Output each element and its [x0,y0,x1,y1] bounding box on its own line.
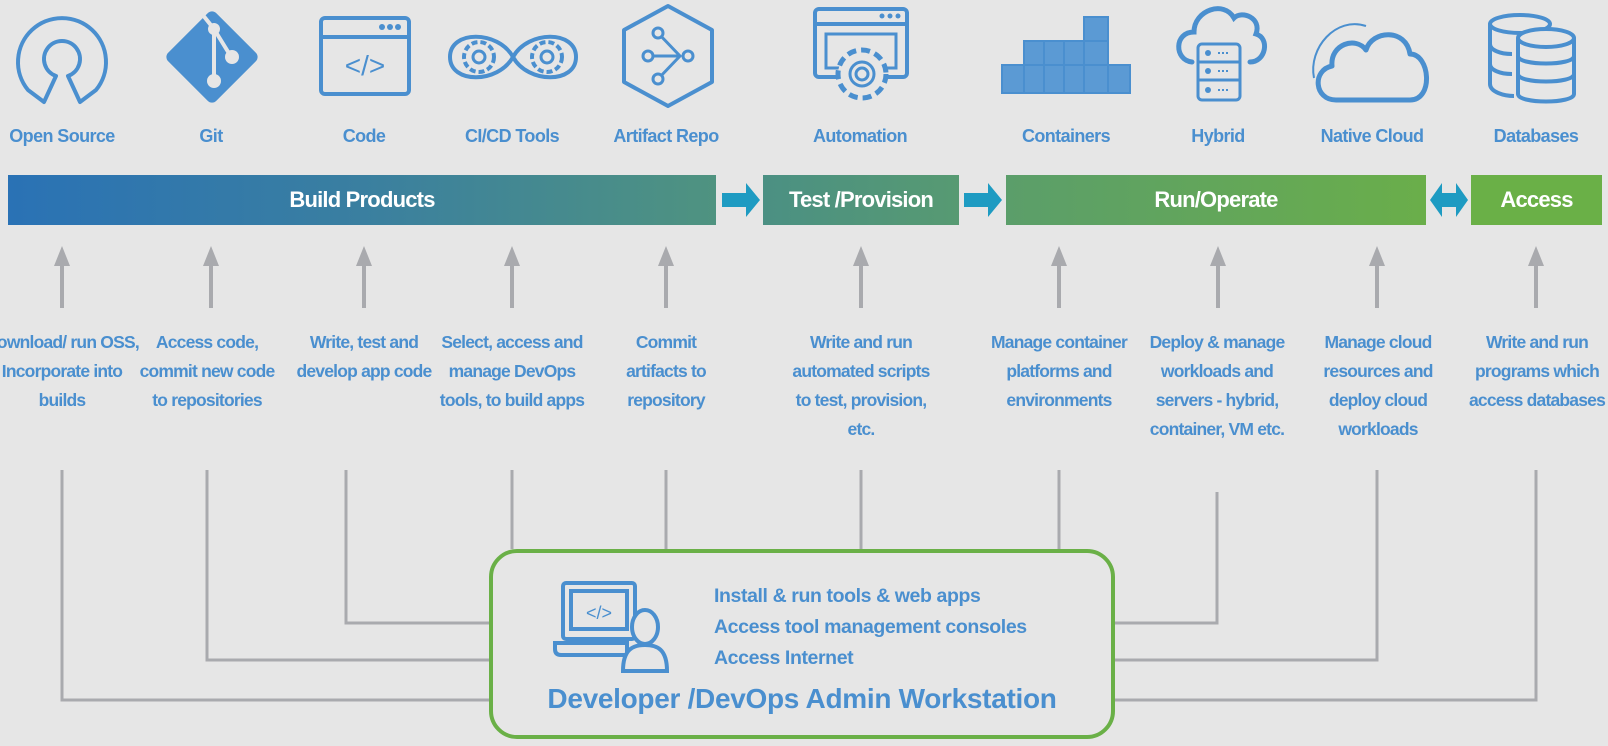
up-arrow-icon [1528,246,1544,308]
tool-label-open-source: Open Source [9,126,115,146]
up-arrow-icon [1210,246,1226,308]
up-arrow-icon [504,246,520,308]
stage-label: Access [1500,187,1573,212]
description-code: Write, test and develop app code [296,332,432,381]
databases-icon [1484,10,1580,106]
description-open-source: Download/ run OSS, Incorporate into buil… [0,332,140,410]
double-arrow-icon [1430,183,1468,217]
description-automation: Write and run automated scripts to test,… [792,332,930,439]
git-icon [160,5,264,109]
up-arrow-icon [54,246,70,308]
svg-text:</>: </> [586,603,612,623]
code-window-icon: </> [318,15,412,97]
connector-databases [1115,470,1538,702]
tool-label-git: Git [199,126,223,146]
workstation-title: Developer /DevOps Admin Workstation [547,683,1057,714]
connector-hybrid [1115,492,1219,625]
connector-code [344,470,489,625]
description-databases: Write and run programs which access data… [1468,332,1606,410]
tool-label-cicd: CI/CD Tools [464,126,560,146]
stage-label: Run/Operate [1154,187,1278,212]
up-arrow-icon [853,246,869,308]
up-arrow-icon [203,246,219,308]
tool-label-automation: Automation [813,126,908,146]
description-hybrid: Deploy & manage workloads and servers - … [1149,332,1286,439]
description-git: Access code, commit new code to reposito… [139,332,276,410]
description-artifact-repo: Commit artifacts to repository [626,332,707,410]
right-arrow-icon [722,183,760,217]
up-arrow-icon [1369,246,1385,308]
containers-icon [1000,15,1132,97]
description-containers: Manage container platforms and environme… [991,332,1128,410]
right-arrow-icon [964,183,1002,217]
stage-label: Build Products [289,187,435,212]
artifact-repo-icon [620,3,716,109]
tool-label-code: Code [342,126,386,146]
capability-line: Access Internet [714,647,854,669]
automation-gear-icon [812,6,912,106]
workstation-capabilities: Install & run tools & web apps Access to… [714,581,1027,674]
hybrid-cloud-server-icon [1170,0,1270,106]
stage-label: Test /Provision [788,187,934,212]
tool-label-artifact-repo: Artifact Repo [613,126,719,146]
workstation-box: </> Install & run tools & web apps Acces… [489,549,1115,739]
open-source-icon [10,10,114,106]
cloud-icon [1306,8,1436,104]
connector-open-source [60,470,489,702]
description-cicd: Select, access and manage DevOps tools, … [439,332,585,410]
stage-test-provision: Test /Provision [763,175,959,225]
tool-label-databases: Databases [1493,126,1579,146]
connector-cloud [1115,470,1379,662]
stage-access: Access [1471,175,1602,225]
description-native-cloud: Manage cloud resources and deploy cloud … [1323,332,1433,439]
up-arrow-icon [356,246,372,308]
stage-run-operate: Run/Operate [1006,175,1426,225]
stage-build-products: Build Products [8,175,716,225]
cicd-gears-icon [446,22,580,92]
svg-text:</>: </> [345,50,385,81]
capability-line: Install & run tools & web apps [714,585,981,607]
tool-label-containers: Containers [1021,126,1111,146]
connector-git [205,470,489,662]
tool-label-native-cloud: Native Cloud [1320,126,1424,146]
up-arrow-icon [1051,246,1067,308]
tool-label-hybrid: Hybrid [1191,126,1245,146]
capability-line: Access tool management consoles [714,616,1027,638]
up-arrow-icon [658,246,674,308]
developer-laptop-icon: </> [553,579,677,675]
